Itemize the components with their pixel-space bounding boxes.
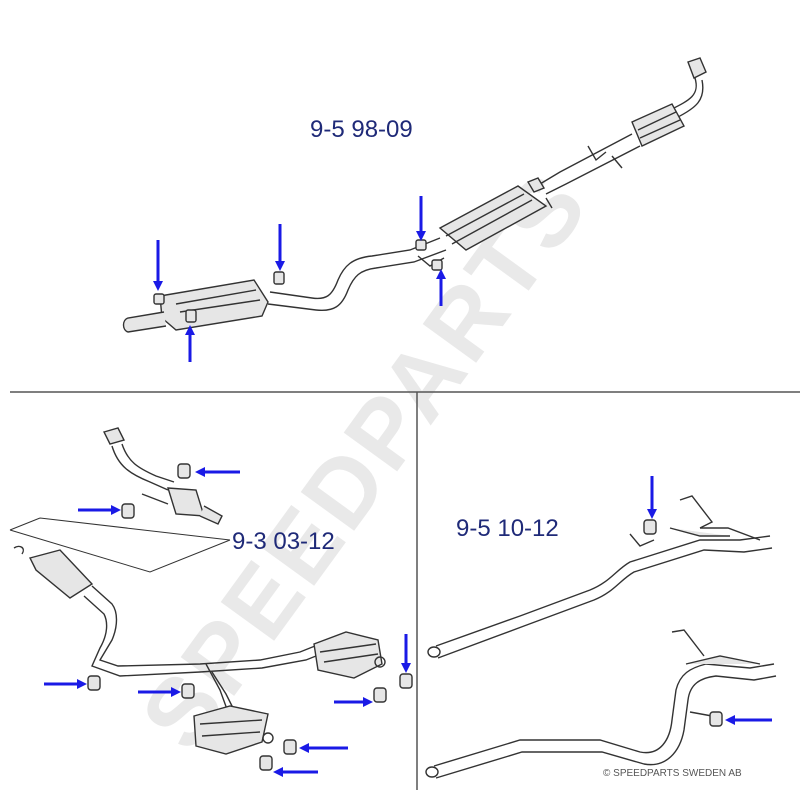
pipe-bracket-2 [611,155,623,169]
rubber-hanger-icon [87,675,101,691]
rear-silencer-left-ribs [199,719,263,737]
label-9-5-98-09: 9-5 98-09 [310,116,413,143]
label-9-5-10-12: 9-5 10-12 [456,515,559,542]
pipe-bracket [587,145,607,162]
rubber-hanger-icon [399,673,413,689]
rubber-hanger-icon [643,519,657,535]
lower-heatshield [685,655,761,665]
catalytic-converter-ribs [637,111,681,139]
inset-outline [9,517,231,573]
bottom-left-arrows [44,467,411,777]
copyright-notice: © SPEEDPARTS SWEDEN AB [603,768,742,779]
catalytic-converter [631,103,685,147]
rear-silencer-left [193,705,269,755]
middle-silencer-ribs [445,193,533,245]
rubber-hanger-icon [259,755,273,771]
hangers-9-3 [87,463,413,771]
mid-pipe-lower [545,145,641,195]
rubber-hanger-icon [181,683,195,699]
label-9-3-03-12: 9-3 03-12 [232,528,335,555]
exhaust-system-9-5-98-09 [122,57,707,333]
main-pipe-upper [91,585,321,667]
upper-bracket [629,533,655,547]
middle-hanger-tab [545,197,553,209]
rear-silencer-right [313,631,383,679]
rear-pipe-lower [267,249,447,312]
rear-pipe-upper [269,237,441,300]
cat-bracket [141,493,169,505]
middle-silencer [438,185,548,251]
hangers-9-5-10-12 [643,519,723,727]
rubber-hanger-icon [415,239,427,251]
rubber-hanger-icon [121,503,135,519]
exhaust-system-9-5-10-12 [425,495,777,779]
rubber-hanger-icon [373,687,387,703]
panel-dividers [10,391,800,790]
rubber-hanger-icon [177,463,191,479]
lower-branch-left [671,629,705,657]
rear-silencer [159,279,269,331]
catalytic-converter [167,487,205,517]
front-pipe [111,445,169,491]
exhaust-system-9-3-03-12 [9,427,386,755]
bottom-right-arrows [647,476,772,725]
rubber-hanger-icon [273,271,285,285]
tailpipe-tip [262,732,274,744]
upper-branch-joint [700,527,761,541]
pipe-lower-b [435,675,777,779]
pipe-upper-a [435,535,771,647]
front-flange [687,57,707,79]
pipe-lower-a [433,663,775,767]
rubber-hanger-icon [283,739,297,755]
inlet-end [13,545,24,555]
middle-hanger-bracket [526,177,546,193]
split-pipe [205,663,229,713]
front-flange [102,427,126,445]
upper-branch-left [679,495,714,529]
front-pipe-outer [121,443,175,483]
tailpipe-tip [374,656,386,668]
pipe-upper-b [437,547,773,659]
upper-heatshield [669,527,730,537]
cat-outlet [199,505,223,525]
inlet-end [427,646,441,658]
rubber-hanger-icon [153,293,165,305]
front-silencer [28,549,94,599]
rubber-hanger-icon [185,309,197,323]
top-arrows [153,196,446,362]
rear-silencer-right-ribs [319,643,379,663]
tail-pipe [122,311,167,333]
mid-pipe-upper [539,133,633,185]
rubber-hanger-icon [431,259,443,271]
rubber-hanger-icon [709,711,723,727]
lower-bracket [689,711,713,717]
inlet-end [425,766,439,778]
